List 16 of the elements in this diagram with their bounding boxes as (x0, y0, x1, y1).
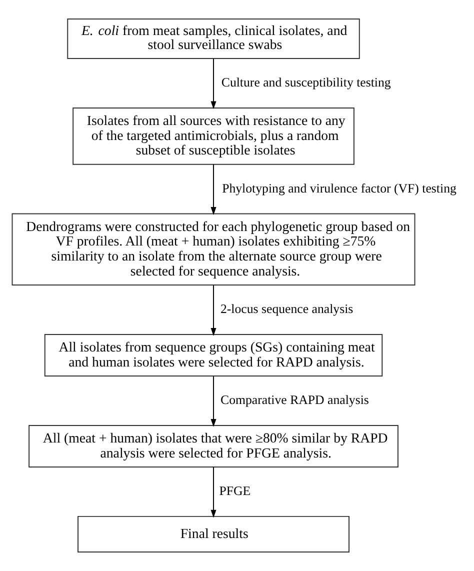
node-box: Isolates from all sources with resistance to any of the targeted antimicrobials, plus a random subset of susceptible isolates (72, 107, 354, 165)
node-box: Final results (78, 516, 350, 553)
node-box: All (meat + human) isolates that were ≥80% similar by RAPD analysis were selected for PFGE analysis. (28, 424, 398, 468)
arrow (210, 284, 216, 336)
arrow (210, 58, 216, 110)
edge-label: 2-locus sequence analysis (220, 302, 354, 316)
arrow (210, 164, 216, 215)
arrow (210, 376, 216, 427)
node-box: All isolates from sequence groups (SGs) containing meat and human isolates were selected for RAPD analysis. (44, 334, 383, 376)
edge-label: PFGE (219, 484, 251, 498)
arrow (210, 466, 216, 518)
edge-label: Comparative RAPD analysis (220, 393, 369, 408)
edge-label: Culture and susceptibility testing (221, 76, 391, 90)
node-box: E. coli from meat samples, clinical isolates, and stool surveillance swabs (67, 18, 360, 59)
edge-label: Phylotyping and virulence factor (VF) testing (222, 181, 456, 196)
node-box: Dendrograms were constructed for each phylogenetic group based on VF profiles. All (meat + human) isolates exhibiting ≥75% similarity to an isolate from the alternate source group were selected for sequence analysis. (12, 213, 416, 286)
